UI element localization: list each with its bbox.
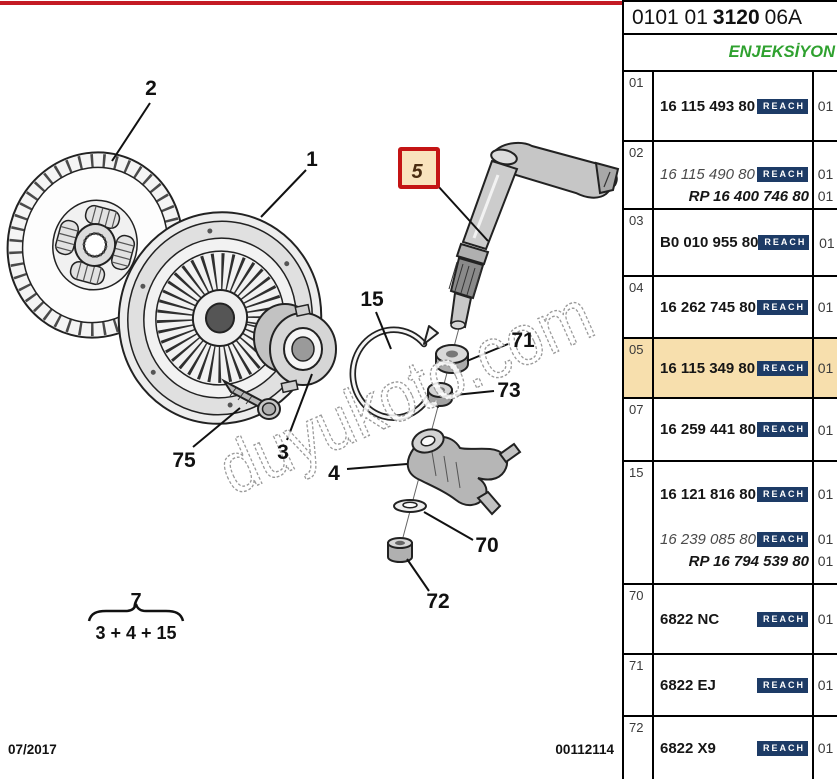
table-row-07[interactable]: 07 16 259 441 80 REACH 01	[624, 399, 837, 462]
quantity: 01	[817, 421, 834, 438]
callout-72[interactable]: 72	[426, 590, 449, 613]
part-number-superseded: 16 115 490 80	[660, 165, 755, 183]
part-number: 16 121 816 80	[660, 485, 756, 503]
table-row-15[interactable]: 15 16 121 816 80 REACH 01 16 239 085 80 …	[624, 462, 837, 585]
callout-71[interactable]: 71	[511, 329, 535, 352]
part-number-superseded: 16 239 085 80	[660, 530, 756, 548]
stop-upper-illustration	[435, 344, 469, 374]
reach-badge[interactable]: REACH	[756, 611, 808, 627]
callout-labels: 2 1 15 75 3 4 71 73 70 72	[145, 77, 535, 613]
part-number: 16 115 349 80	[660, 359, 756, 377]
part-number: 16 262 745 80	[660, 298, 756, 316]
leader-lines	[111, 102, 509, 592]
ref-number: 02	[629, 145, 644, 160]
selected-part-marker[interactable]: 5	[398, 147, 440, 189]
ref-number: 72	[629, 720, 644, 735]
table-row-03[interactable]: 03 B0 010 955 80 REACH 01	[624, 210, 837, 277]
bolt-illustration	[221, 378, 281, 420]
quantity: 01	[817, 166, 834, 182]
part-number: 16 259 441 80	[660, 421, 756, 438]
quantity: 01	[817, 299, 834, 315]
callout-15[interactable]: 15	[360, 288, 384, 311]
ref-number: 71	[629, 658, 644, 673]
reach-badge[interactable]: REACH	[756, 677, 808, 693]
parts-rows: 01 16 115 493 80 REACH 01 02 16 115 490 …	[624, 72, 837, 779]
reach-badge[interactable]: REACH	[756, 422, 808, 437]
reach-badge[interactable]: REACH	[756, 360, 808, 376]
part-number: 16 115 493 80	[660, 97, 756, 115]
section-title: ENJEKSİYON	[624, 35, 837, 72]
catalog-code-header: 0101 01 3120 06A	[624, 2, 837, 35]
ref-number: 70	[629, 588, 644, 603]
revision-date: 07/2017	[8, 742, 57, 757]
part-number: 6822 NC	[660, 610, 720, 628]
quantity: 01	[817, 98, 834, 114]
callout-73[interactable]: 73	[497, 379, 520, 402]
reach-badge[interactable]: REACH	[756, 299, 808, 315]
ref-number: 03	[629, 213, 644, 228]
table-row-05-selected[interactable]: 05 16 115 349 80 REACH 01	[624, 339, 837, 399]
reach-badge[interactable]: REACH	[756, 486, 808, 502]
callout-75[interactable]: 75	[172, 449, 196, 472]
quantity: 01	[817, 531, 834, 547]
bushing-illustration	[387, 537, 413, 563]
catalog-code-prefix: 0101 01	[632, 5, 708, 29]
pressure-plate-illustration	[117, 211, 323, 425]
callout-4[interactable]: 4	[328, 462, 340, 485]
table-row-71[interactable]: 71 6822 EJ REACH 01	[624, 655, 837, 717]
red-accent-line	[0, 1, 622, 5]
reach-badge[interactable]: REACH	[756, 531, 808, 547]
table-row-72[interactable]: 72 6822 X9 REACH 01	[624, 717, 837, 779]
callout-2[interactable]: 2	[145, 77, 157, 100]
quantity: 01	[817, 486, 834, 502]
ref-number: 04	[629, 280, 644, 295]
part-number: B0 010 955 80	[660, 234, 759, 251]
catalog-code-main: 3120	[712, 5, 760, 29]
quantity: 01	[817, 677, 834, 693]
callout-3[interactable]: 3	[277, 441, 289, 464]
table-row-70[interactable]: 70 6822 NC REACH 01	[624, 585, 837, 655]
stop-lower-illustration	[427, 382, 453, 407]
document-number: 00112114	[555, 742, 614, 757]
ref-number: 15	[629, 465, 644, 480]
quantity: 01	[817, 740, 834, 756]
washer-illustration	[393, 499, 427, 513]
part-number: 6822 X9	[660, 739, 716, 757]
quantity: 01	[817, 553, 834, 569]
callout-1[interactable]: 1	[306, 148, 318, 171]
table-row-04[interactable]: 04 16 262 745 80 REACH 01	[624, 277, 837, 339]
quantity: 01	[819, 234, 835, 251]
kit-number: 7	[130, 590, 141, 612]
brace-glyph	[87, 603, 185, 622]
ref-number: 07	[629, 402, 644, 417]
quantity: 01	[817, 360, 834, 376]
ref-number: 01	[629, 75, 644, 90]
callout-5[interactable]: 5	[411, 161, 423, 183]
part-number-replacement: RP 16 794 539 80	[688, 552, 809, 570]
part-number-replacement: RP 16 400 746 80	[688, 187, 809, 205]
quantity: 01	[817, 188, 834, 204]
part-number: 6822 EJ	[660, 676, 716, 694]
parts-table: 0101 01 3120 06A ENJEKSİYON 01 16 115 49…	[622, 0, 837, 779]
reach-badge[interactable]: REACH	[756, 166, 808, 182]
catalog-code-suffix: 06A	[764, 5, 803, 29]
reach-badge[interactable]: REACH	[756, 98, 808, 114]
exploded-diagram: 5 duyukoto.com 2 1 15 75 3 4 71 73 70 72…	[6, 77, 620, 757]
clutch-fork-illustration	[406, 428, 522, 516]
reach-badge[interactable]: REACH	[758, 235, 810, 250]
quantity: 01	[817, 611, 834, 627]
table-row-01[interactable]: 01 16 115 493 80 REACH 01	[624, 72, 837, 142]
release-bearing-illustration	[253, 303, 337, 394]
kit-group-label: 7 3 + 4 + 15	[87, 590, 185, 643]
reach-badge[interactable]: REACH	[756, 740, 808, 756]
ref-number: 05	[629, 342, 644, 357]
callout-70[interactable]: 70	[475, 534, 498, 557]
kit-formula: 3 + 4 + 15	[95, 623, 176, 643]
clutch-diagram-svg: 5 duyukoto.com 2 1 15 75 3 4 71 73 70 72…	[6, 77, 620, 757]
table-row-02[interactable]: 02 16 115 490 80 REACH 01 RP 16 400 746 …	[624, 142, 837, 210]
